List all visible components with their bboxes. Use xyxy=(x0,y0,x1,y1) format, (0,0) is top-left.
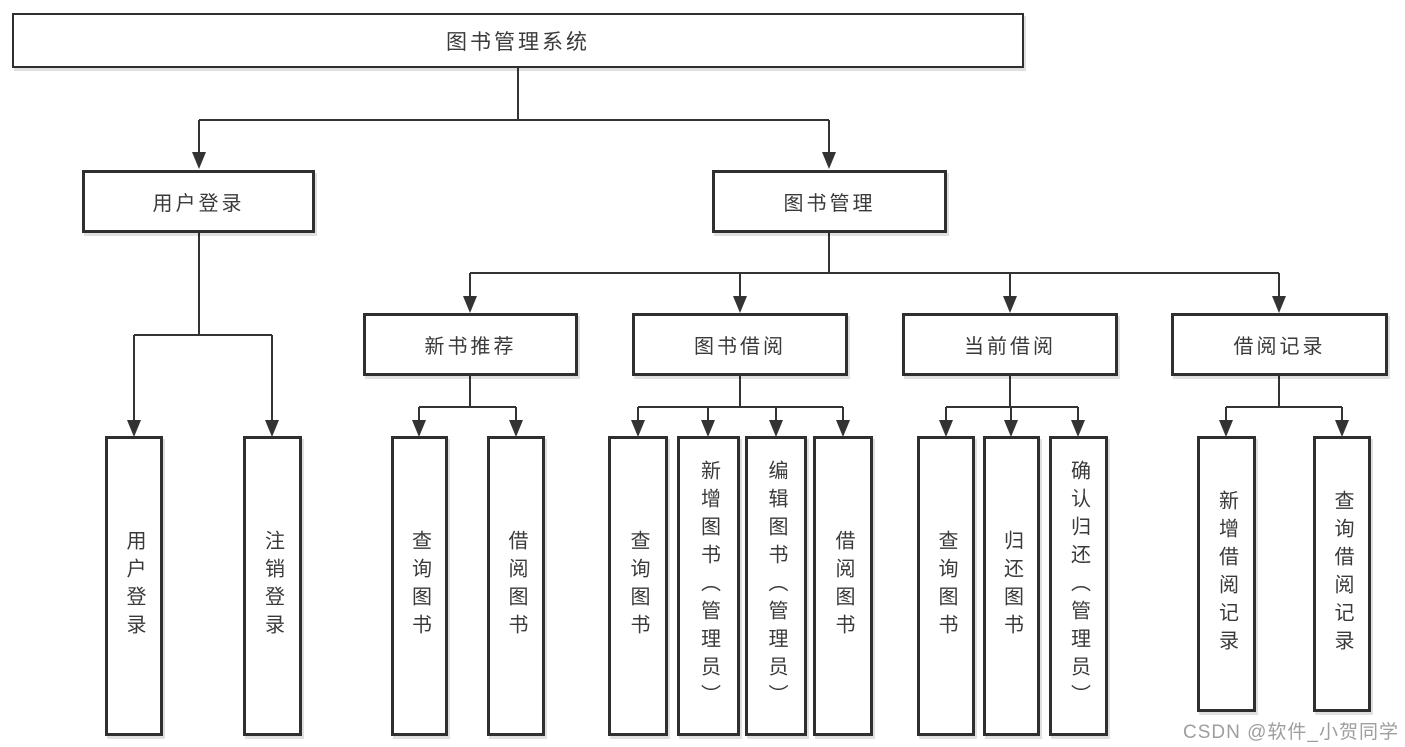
node-book-borrowing: 图书借阅 xyxy=(632,313,848,376)
node-add-books-admin: 新增图书（管理员） xyxy=(677,436,740,736)
node-library-management-system: 图书管理系统 xyxy=(12,13,1024,68)
node-borrow-records: 借阅记录 xyxy=(1171,313,1388,376)
csdn-watermark: CSDN @软件_小贺同学 xyxy=(1183,722,1399,743)
node-return-books: 归还图书 xyxy=(983,436,1040,736)
node-current-borrowing: 当前借阅 xyxy=(902,313,1118,376)
node-user-login-branch: 用户登录 xyxy=(82,170,315,233)
node-user-login-leaf: 用户登录 xyxy=(105,436,163,736)
node-borrow-books-1: 借阅图书 xyxy=(487,436,545,736)
node-query-books-2: 查询图书 xyxy=(608,436,668,736)
node-query-books-1: 查询图书 xyxy=(391,436,448,736)
node-logout-leaf: 注销登录 xyxy=(243,436,302,736)
node-confirm-return-admin: 确认归还（管理员） xyxy=(1049,436,1108,736)
node-borrow-books-2: 借阅图书 xyxy=(813,436,873,736)
node-edit-books-admin: 编辑图书（管理员） xyxy=(745,436,807,736)
node-query-borrow-record: 查询借阅记录 xyxy=(1313,436,1371,712)
node-new-book-recommend: 新书推荐 xyxy=(363,313,578,376)
node-add-borrow-record: 新增借阅记录 xyxy=(1197,436,1256,712)
node-book-management-branch: 图书管理 xyxy=(712,170,947,233)
node-query-books-3: 查询图书 xyxy=(917,436,975,736)
